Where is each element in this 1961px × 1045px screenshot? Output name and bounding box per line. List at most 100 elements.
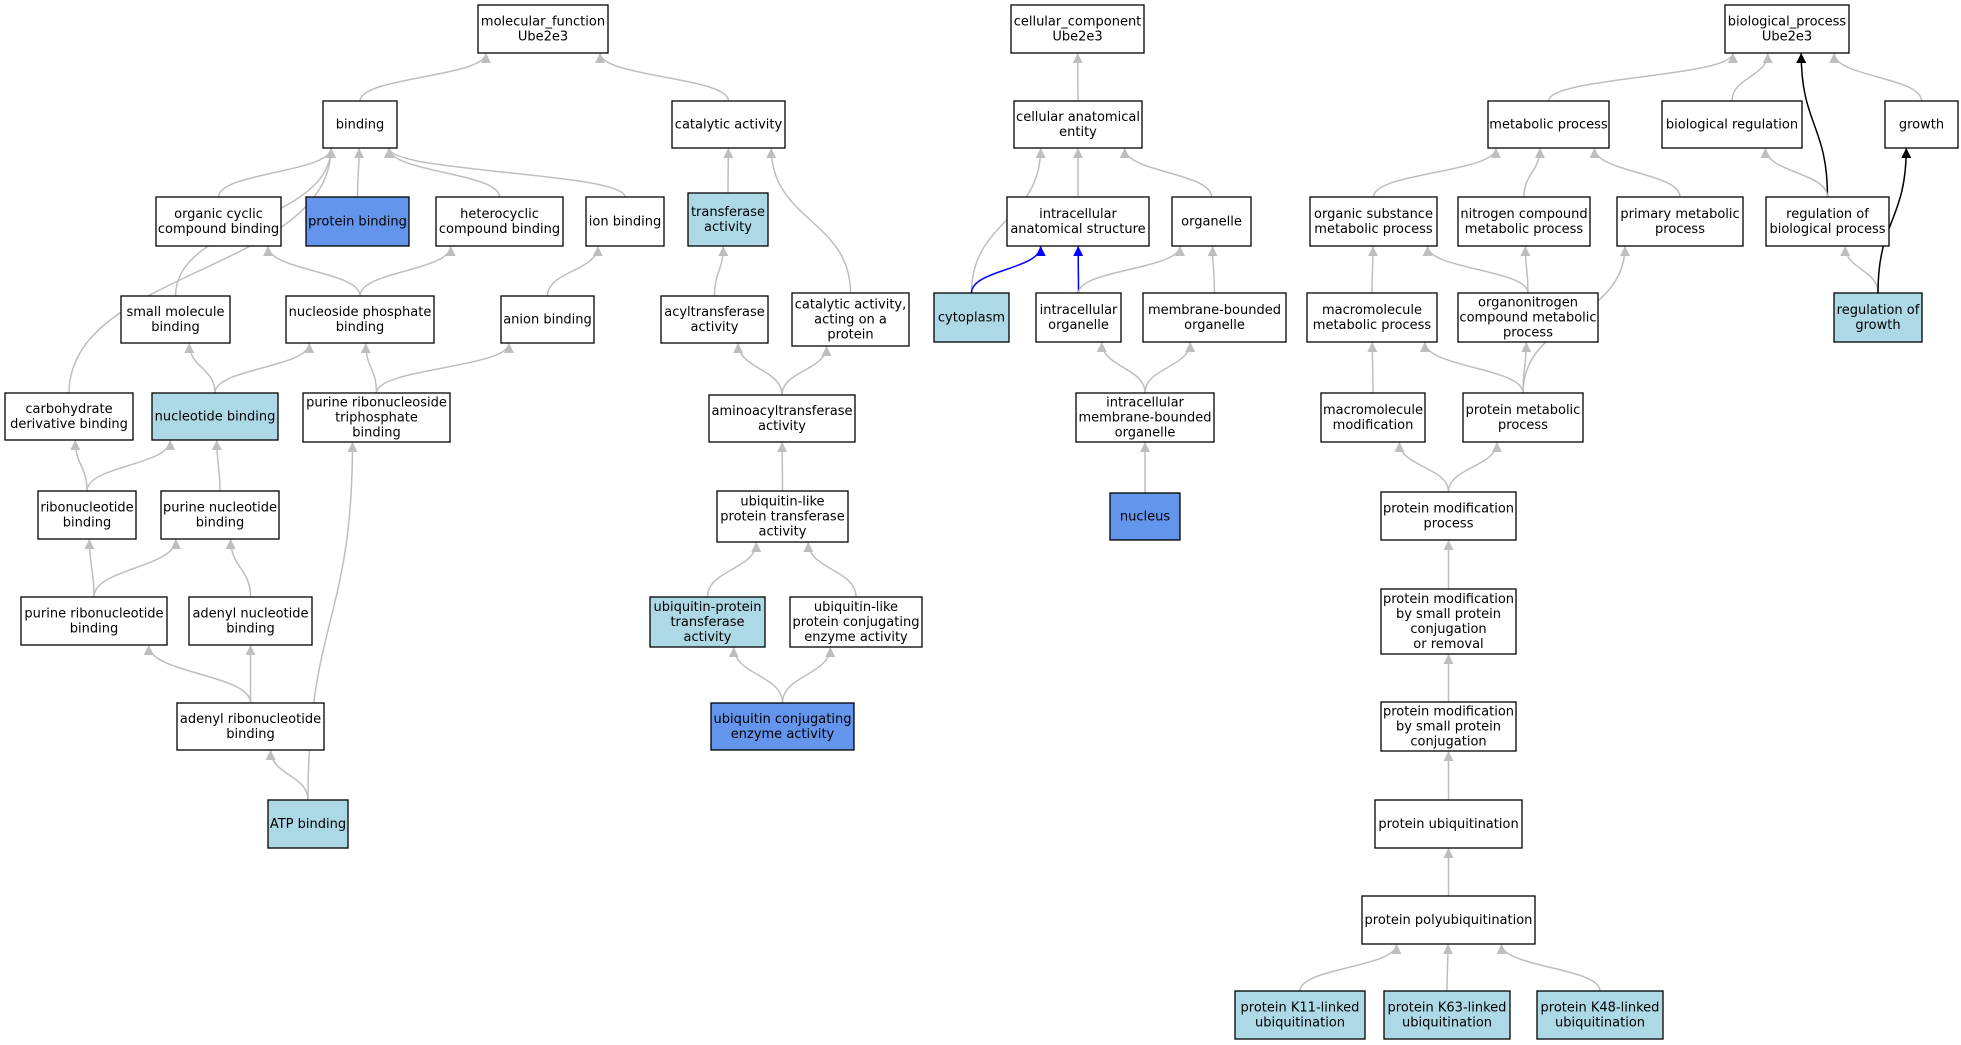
node-label: protein K11-linked xyxy=(1241,1001,1360,1016)
node-label: membrane-bounded xyxy=(1148,303,1281,318)
edge-atp-to-arnb xyxy=(265,749,309,801)
node-label: protein modification xyxy=(1383,705,1514,720)
edge-anb-to-ion xyxy=(546,245,603,297)
edge-cyto-to-ias xyxy=(970,245,1046,294)
node-box xyxy=(585,196,665,247)
node-label: protein metabolic xyxy=(1466,403,1581,418)
edge-mm-to-mmp xyxy=(1367,341,1378,394)
node-box xyxy=(176,702,325,751)
node-label: intracellular xyxy=(1040,303,1118,318)
node-box xyxy=(791,292,910,347)
node-label: binding xyxy=(226,727,274,742)
node-label: biological process xyxy=(1769,222,1885,237)
node-label: nucleoside phosphate xyxy=(289,305,432,320)
node-label: ubiquitination xyxy=(1255,1016,1345,1031)
node-label: protein modification xyxy=(1383,592,1514,607)
node-box xyxy=(1383,990,1511,1040)
edge-binding-to-mf xyxy=(359,52,491,102)
node-label: triphosphate xyxy=(335,411,418,426)
go-term-node: metabolic process xyxy=(1487,100,1610,149)
node-label: organelle xyxy=(1115,426,1176,441)
node-box xyxy=(1309,196,1438,247)
node-label: macromolecule xyxy=(1322,303,1422,318)
edge-prnb-to-pnb xyxy=(93,538,181,598)
node-box xyxy=(1457,292,1599,343)
edge-imbo-to-io xyxy=(1096,341,1146,394)
node-box xyxy=(933,292,1010,343)
node-label: protein binding xyxy=(308,215,407,230)
node-label: transferase xyxy=(670,615,744,630)
edge-catp-to-cat xyxy=(766,147,852,294)
node-label: organelle xyxy=(1184,318,1245,333)
edge-rbp-to-bp xyxy=(1796,52,1829,198)
node-label: binding xyxy=(352,426,400,441)
node-box xyxy=(1109,492,1181,541)
edge-aat-to-catp xyxy=(781,345,832,396)
node-label: protein transferase xyxy=(720,510,844,525)
edge-rog-to-rbp xyxy=(1840,245,1879,294)
node-box xyxy=(151,392,279,441)
node-label: ubiquitin-protein xyxy=(653,600,761,615)
node-label: acyltransferase xyxy=(664,305,765,320)
node-label: catalytic activity xyxy=(675,118,783,133)
node-box xyxy=(649,596,766,648)
edge-pmod-to-prmp xyxy=(1447,441,1502,493)
node-label: ribonucleotide xyxy=(40,501,133,516)
node-box xyxy=(302,392,451,443)
edge-prnb-to-rnb xyxy=(84,538,95,598)
edge-rbp-to-breg xyxy=(1760,147,1829,198)
edge-cat-to-mf xyxy=(595,52,730,102)
go-term-node: biological regulation xyxy=(1661,100,1803,149)
node-label: biological_process xyxy=(1728,15,1847,30)
edge-prntb-to-nspb xyxy=(360,342,378,394)
node-label: protein conjugating xyxy=(793,615,920,630)
edge-mbo-to-org xyxy=(1207,245,1218,294)
node-label: Ube2e3 xyxy=(1762,30,1812,45)
node-label: by small protein xyxy=(1396,720,1501,735)
node-box xyxy=(708,394,856,443)
node-label: regulation of xyxy=(1837,303,1920,318)
node-box xyxy=(1380,491,1517,541)
go-term-node: binding xyxy=(322,100,398,149)
node-box xyxy=(305,196,410,247)
node-box xyxy=(4,392,134,441)
node-label: compound metabolic xyxy=(1459,311,1596,326)
node-label: transferase xyxy=(691,205,765,220)
node-label: process xyxy=(1503,326,1553,341)
node-label: activity xyxy=(684,630,732,645)
node-label: heterocyclic xyxy=(460,207,539,222)
node-box xyxy=(1306,292,1438,343)
node-box xyxy=(660,295,769,344)
node-label: cellular anatomical xyxy=(1016,110,1140,125)
node-label: activity xyxy=(759,525,807,540)
node-label: organic cyclic xyxy=(174,207,263,222)
edge-rog-to-gro xyxy=(1877,147,1912,294)
node-label: carbohydrate xyxy=(25,402,112,417)
go-term-node: anion binding xyxy=(500,295,595,344)
node-label: binding xyxy=(151,320,199,335)
go-term-node: ion binding xyxy=(585,196,665,247)
node-label: intracellular xyxy=(1106,396,1184,411)
edge-ulpce-to-ulpt xyxy=(803,541,857,598)
node-label: ubiquitin-like xyxy=(740,495,824,510)
edge-breg-to-bp xyxy=(1731,52,1773,102)
edge-adnb-to-pnb xyxy=(225,538,252,598)
edge-uce-to-ulpce xyxy=(781,646,836,704)
edge-hcb-to-binding xyxy=(384,147,501,198)
node-label: ATP binding xyxy=(270,817,346,832)
